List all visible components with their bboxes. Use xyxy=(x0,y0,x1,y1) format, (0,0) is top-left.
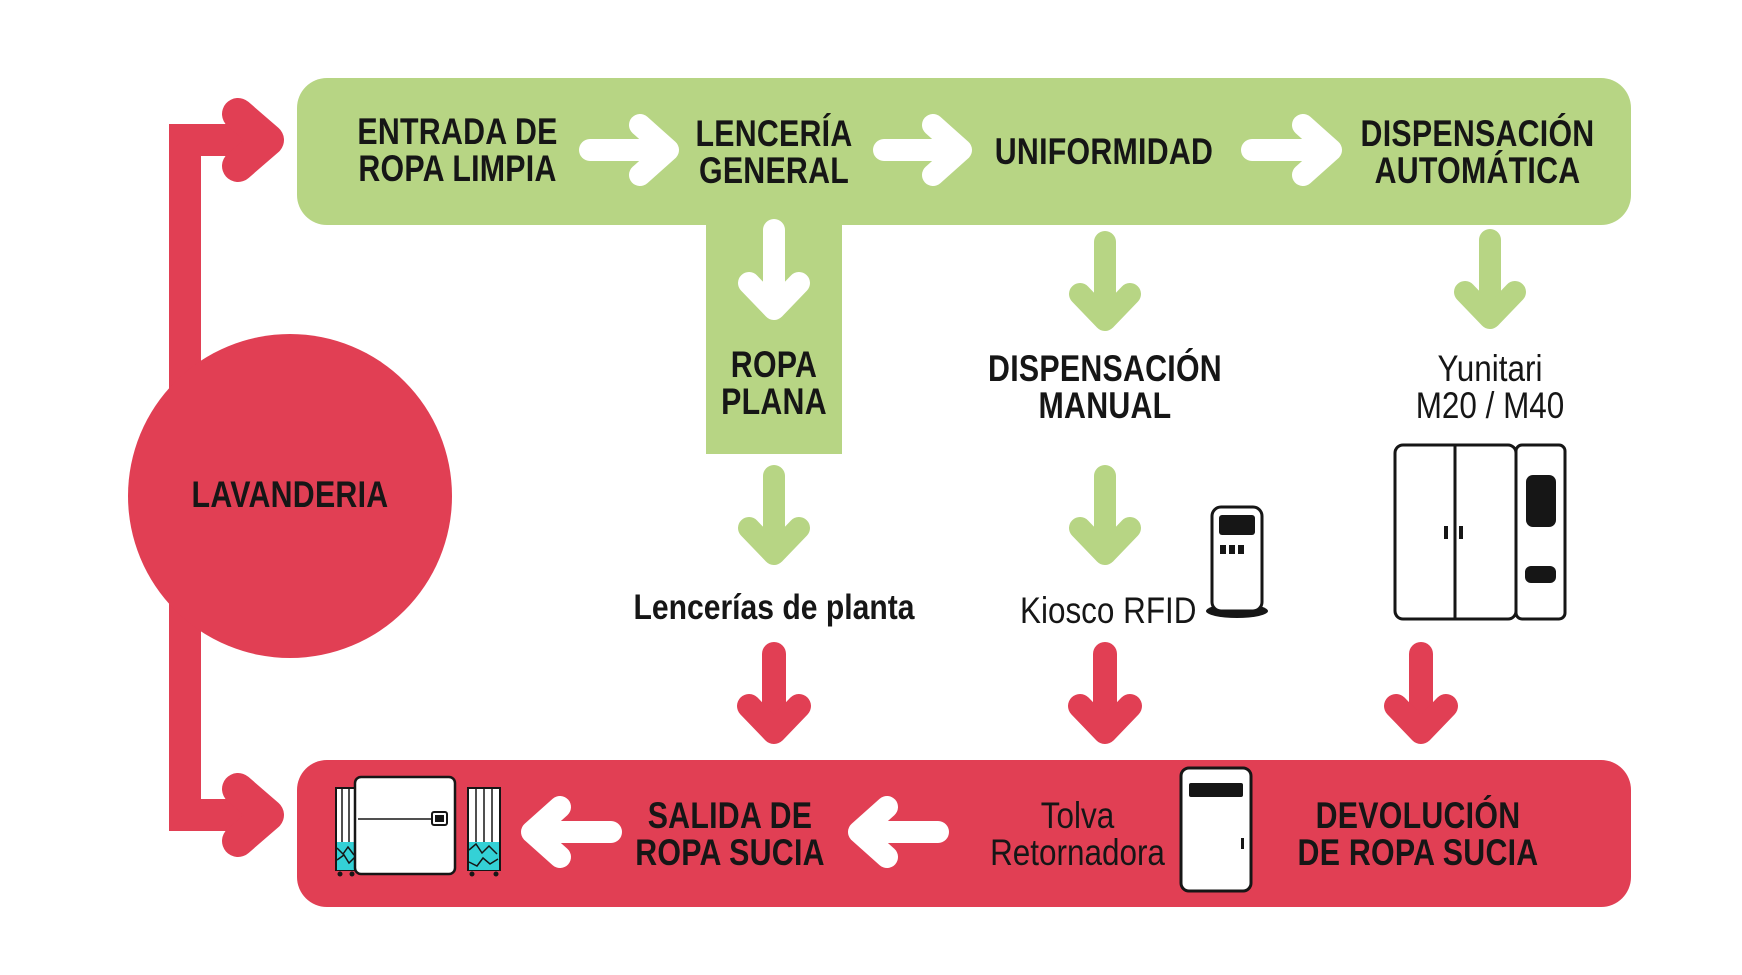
washer-icon xyxy=(353,775,457,876)
arrow-left-icon xyxy=(521,796,622,868)
loop-top-arrowhead xyxy=(222,98,284,182)
devolucion-label: DEVOLUCIÓN DE ROPA SUCIA xyxy=(1297,795,1539,873)
locker-icon xyxy=(1393,443,1567,621)
arrow-down-icon xyxy=(1068,642,1142,744)
kiosk-icon xyxy=(1206,505,1268,618)
arrow-down-icon xyxy=(738,465,810,565)
uniformidad-label: UNIFORMIDAD xyxy=(994,131,1214,172)
tolva-label: Tolva Retornadora xyxy=(990,795,1165,873)
arrow-down-icon xyxy=(1384,642,1458,744)
hopper-icon xyxy=(1179,766,1253,893)
arrow-down-icon xyxy=(738,219,810,320)
ropa-plana-label: ROPA PLANA xyxy=(721,344,827,422)
entrada-label: ENTRADA DE ROPA LIMPIA xyxy=(357,111,558,189)
arrow-left-icon xyxy=(848,796,949,868)
dispensacion-automatica-label: DISPENSACIÓN AUTOMÁTICA xyxy=(1360,113,1595,191)
arrow-right-icon xyxy=(1241,114,1342,186)
arrow-down-icon xyxy=(1069,465,1141,565)
arrow-down-icon xyxy=(1069,231,1141,331)
lavanderia-circle xyxy=(128,334,452,658)
arrow-right-icon xyxy=(579,114,679,186)
loop-bottom-arrowhead xyxy=(222,773,284,857)
arrow-right-icon xyxy=(873,114,972,186)
dirty-flow-bar xyxy=(297,760,1631,907)
lavanderia-label: LAVANDERIA xyxy=(191,474,389,515)
lencerias-planta-label: Lencerías de planta xyxy=(633,588,915,627)
lenceria-general-label: LENCERÍA GENERAL xyxy=(695,113,853,191)
yunitari-label: Yunitari M20 / M40 xyxy=(1415,348,1565,426)
arrow-down-icon xyxy=(737,642,811,744)
arrow-down-icon xyxy=(1454,229,1526,329)
laundry-cart-icon xyxy=(335,787,357,877)
salida-label: SALIDA DE ROPA SUCIA xyxy=(635,795,825,873)
dispensacion-manual-label: DISPENSACIÓN MANUAL xyxy=(988,348,1222,426)
kiosco-label: Kiosco RFID xyxy=(1020,590,1197,631)
laundry-cart-icon xyxy=(467,787,501,877)
